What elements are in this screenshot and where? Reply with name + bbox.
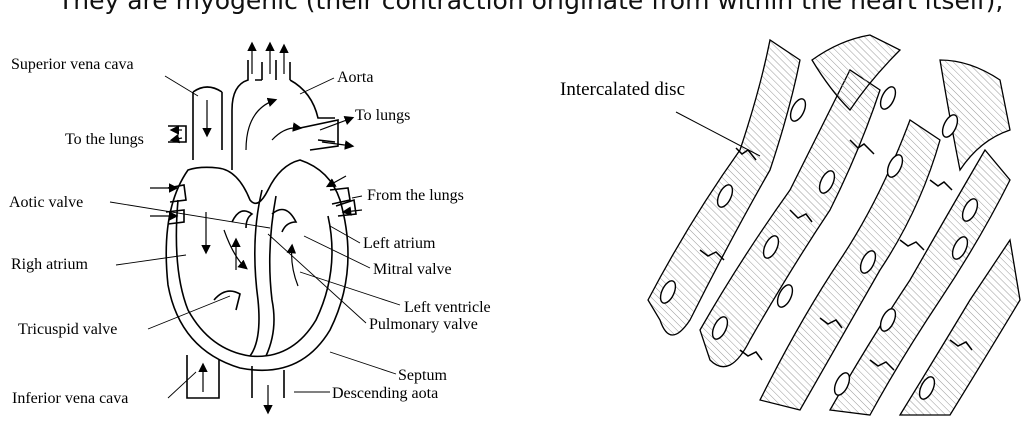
label-superior-vena-cava: Superior vena cava xyxy=(11,56,134,73)
label-mitral-valve: Mitral valve xyxy=(373,261,452,278)
heart-inner-wall xyxy=(176,200,332,356)
heart-labels: Superior vena cava Aorta To lungs To the… xyxy=(9,56,491,407)
label-to-the-lungs: To the lungs xyxy=(65,131,144,148)
septum-wall xyxy=(250,190,276,356)
label-aotic-valve: Aotic valve xyxy=(9,194,83,211)
muscle-fiber-7 xyxy=(940,60,1010,170)
label-pulmonary-valve: Pulmonary valve xyxy=(369,316,478,333)
label-aorta: Aorta xyxy=(337,69,373,86)
label-from-the-lungs: From the lungs xyxy=(367,187,464,204)
heart-diagram xyxy=(110,44,400,412)
label-left-ventricle: Left ventricle xyxy=(404,299,491,316)
label-septum: Septum xyxy=(398,367,447,384)
cardiac-muscle-diagram: Intercalated disc xyxy=(560,35,1020,415)
label-to-lungs: To lungs xyxy=(355,107,410,124)
label-intercalated-disc: Intercalated disc xyxy=(560,79,685,100)
pulmonary-artery-right xyxy=(300,120,338,150)
label-righ-atrium: Righ atrium xyxy=(11,256,88,273)
label-descending-aota: Descending aota xyxy=(332,385,438,402)
aorta-vessel xyxy=(232,60,335,170)
label-tricuspid-valve: Tricuspid valve xyxy=(18,321,117,338)
label-inferior-vena-cava: Inferior vena cava xyxy=(12,390,128,407)
label-left-atrium: Left atrium xyxy=(363,235,436,252)
